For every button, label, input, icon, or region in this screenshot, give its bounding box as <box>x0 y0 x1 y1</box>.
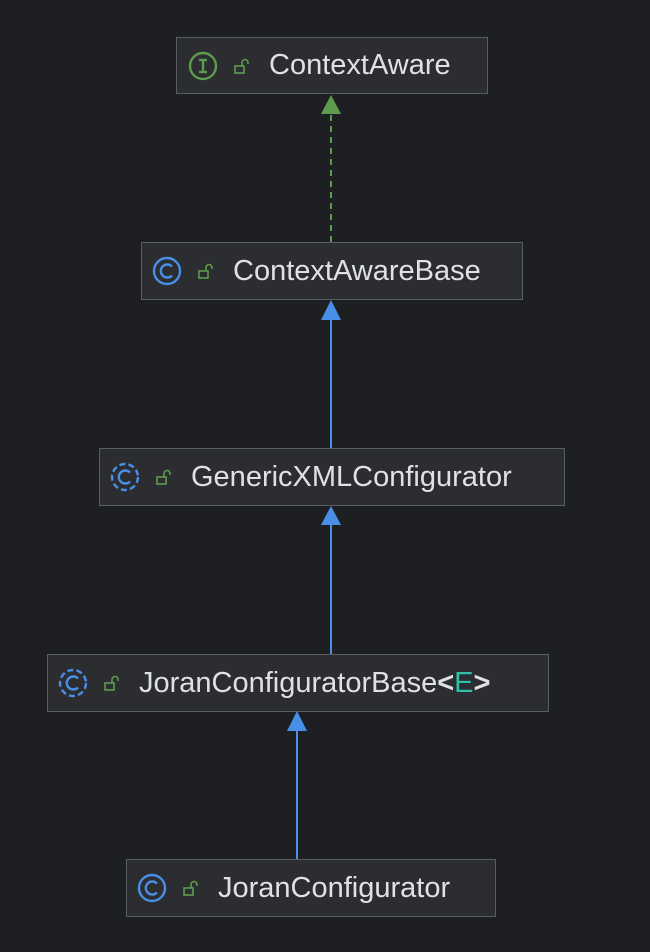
arrowhead-extends <box>321 506 341 525</box>
type-parameter: E <box>454 666 474 699</box>
unlocked-icon <box>234 58 249 74</box>
node-joran-configurator[interactable]: JoranConfigurator <box>126 859 496 917</box>
type-close-bracket: > <box>473 666 491 699</box>
node-context-aware-base[interactable]: ContextAwareBase <box>141 242 523 300</box>
node-generic-xml-configurator[interactable]: GenericXMLConfigurator <box>99 448 565 506</box>
abstract-class-icon <box>110 462 140 492</box>
class-icon <box>137 873 167 903</box>
abstract-class-icon <box>58 668 88 698</box>
unlocked-icon <box>183 880 198 896</box>
node-joran-configurator-base[interactable]: JoranConfiguratorBase<E> <box>47 654 549 712</box>
type-parameter-list: <E> <box>437 667 490 700</box>
unlocked-icon <box>104 675 119 691</box>
node-label: ContextAware <box>269 49 451 81</box>
arrowhead-implements <box>321 95 341 114</box>
type-open-bracket: < <box>437 666 455 699</box>
unlocked-icon <box>156 469 171 485</box>
class-icon <box>152 256 182 286</box>
unlocked-icon <box>198 263 213 279</box>
node-label: JoranConfigurator <box>218 871 451 904</box>
interface-icon <box>188 51 218 80</box>
node-label: ContextAwareBase <box>233 254 481 287</box>
arrowhead-extends <box>287 711 307 731</box>
arrowhead-extends <box>321 300 341 320</box>
node-label: JoranConfiguratorBase <box>139 666 438 699</box>
node-context-aware[interactable]: ContextAware <box>176 37 488 94</box>
node-label: GenericXMLConfigurator <box>191 460 512 493</box>
